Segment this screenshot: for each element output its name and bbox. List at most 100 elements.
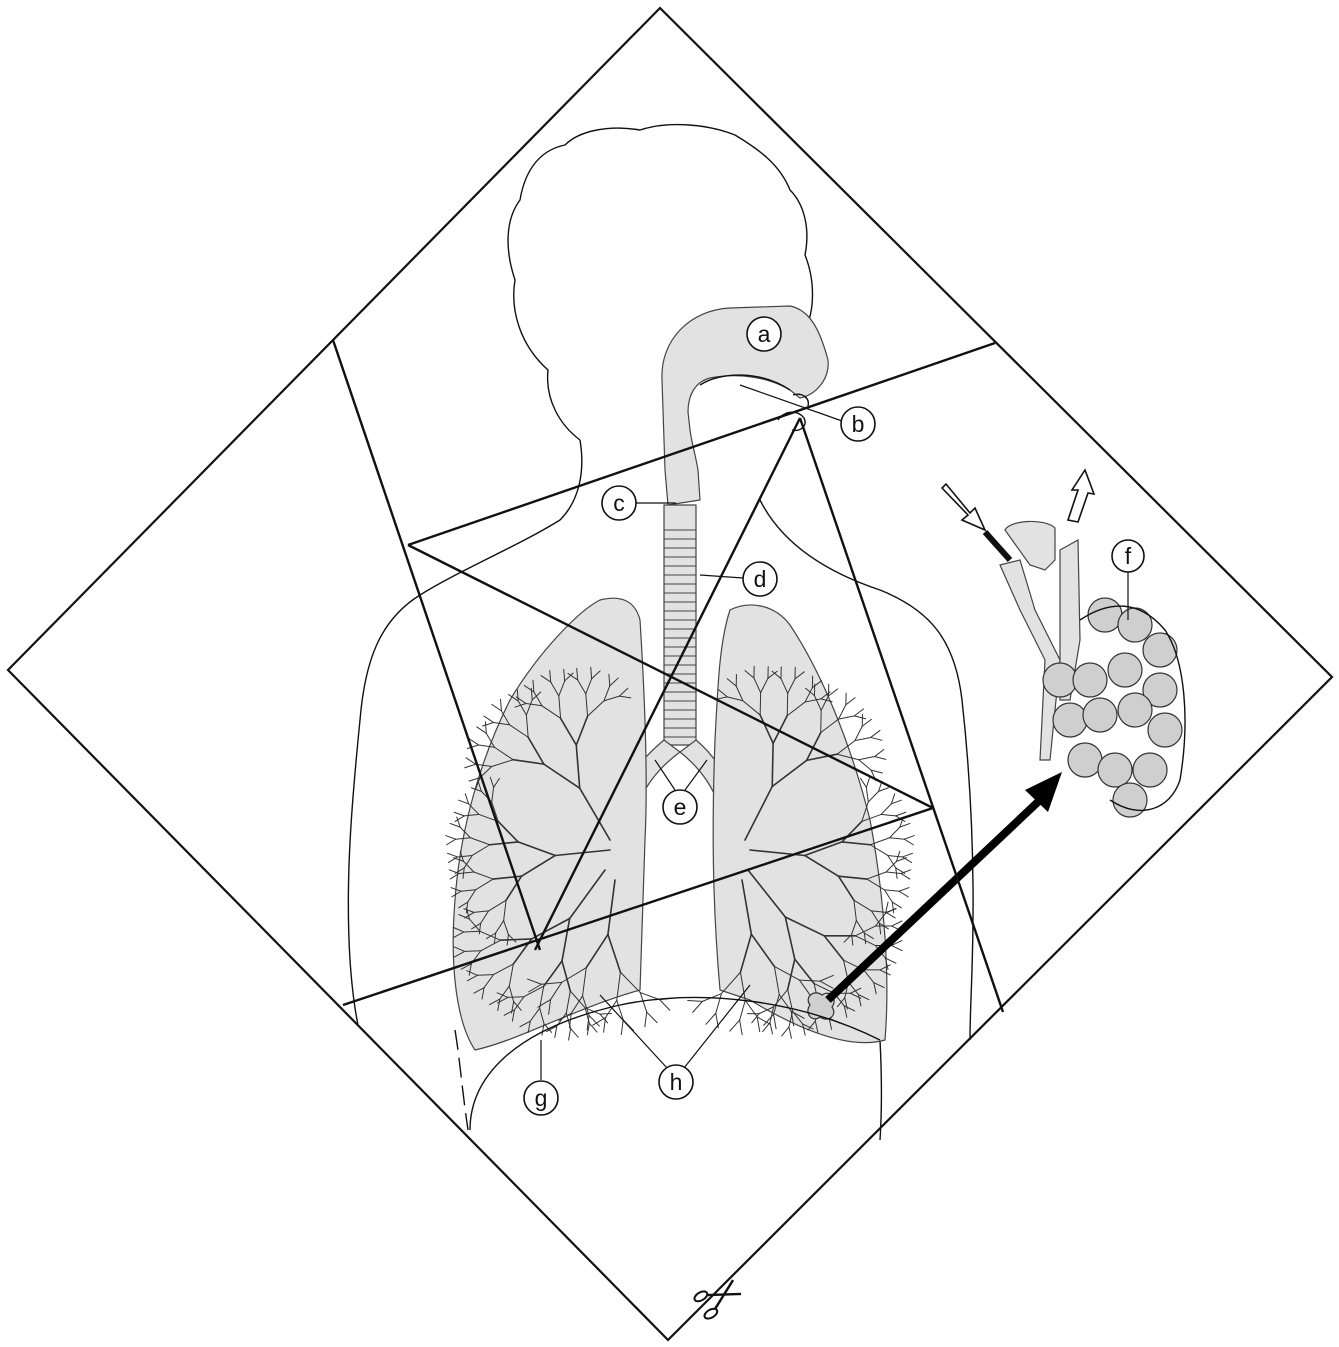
bronchiole: [854, 716, 865, 719]
label-f: f: [1112, 540, 1144, 572]
bronchiole: [492, 704, 502, 710]
bronchiole: [866, 777, 869, 787]
alveolus: [1148, 713, 1182, 747]
bronchiole: [465, 764, 476, 768]
bronchiole: [903, 853, 913, 857]
alveolus: [1113, 783, 1147, 817]
svg-text:d: d: [754, 566, 767, 592]
bronchiole: [772, 743, 773, 786]
bronchiole: [600, 1014, 612, 1015]
bronchiole: [467, 745, 478, 749]
alveolus: [1073, 663, 1107, 697]
bronchiole: [896, 812, 906, 816]
bronchiole: [647, 1012, 657, 1023]
bronchiole: [454, 812, 464, 816]
bronchiole: [881, 804, 891, 815]
bronchiole: [862, 719, 871, 726]
bronchiole: [892, 921, 902, 926]
bronchiole: [871, 737, 882, 740]
bronchiole: [640, 993, 646, 1012]
bronchiole: [477, 727, 487, 733]
svg-text:e: e: [674, 794, 687, 820]
bronchiole: [866, 787, 868, 802]
bronchiole: [861, 778, 867, 787]
label-a: a: [747, 317, 781, 351]
bronchiole: [904, 839, 913, 845]
airflow-in-arrow: [942, 484, 1010, 560]
airflow-out-arrow: [1068, 470, 1094, 522]
bronchiole: [886, 872, 901, 873]
alveolus: [1108, 653, 1142, 687]
bronchiole: [903, 857, 912, 863]
bronchiole: [569, 1029, 571, 1040]
bronchiole: [868, 791, 878, 802]
bronchiole: [757, 1017, 760, 1032]
alveolus: [1043, 663, 1077, 697]
svg-text:g: g: [535, 1085, 548, 1111]
bronchiole: [846, 698, 855, 705]
bronchiole: [881, 814, 896, 815]
bronchiole: [740, 1020, 743, 1035]
bronchiole: [890, 827, 900, 838]
bronchiole: [859, 757, 875, 760]
bronchiole: [448, 853, 458, 857]
label-h: h: [659, 1065, 693, 1099]
label-c: c: [602, 486, 636, 520]
label-g: g: [524, 1081, 558, 1115]
svg-text:c: c: [613, 490, 625, 516]
right-lung: [688, 605, 915, 1043]
alveolus: [1118, 693, 1152, 727]
bronchiole: [740, 1000, 746, 1020]
svg-text:b: b: [852, 411, 865, 437]
bronchiole: [465, 951, 481, 952]
bronchiole: [859, 760, 871, 770]
bronchiole: [789, 1027, 792, 1038]
bronchiole: [904, 836, 914, 840]
bronchiole: [839, 716, 855, 719]
bronchiole: [660, 1000, 670, 1011]
svg-text:f: f: [1125, 543, 1132, 569]
nasal-cavity: [662, 306, 828, 505]
bronchiole: [621, 1020, 623, 1035]
bronchiole: [693, 1001, 703, 1012]
alveolus: [1098, 753, 1132, 787]
bronchiole: [885, 908, 895, 913]
left-lung: [446, 598, 675, 1050]
bronchiole: [508, 997, 524, 998]
bronchiole: [446, 836, 456, 840]
bronchiole: [464, 931, 480, 932]
alveolus: [1088, 598, 1122, 632]
bronchiole: [485, 722, 486, 734]
bronchiole: [640, 993, 659, 1000]
bronchiole: [730, 1020, 740, 1031]
bronchiole: [448, 857, 457, 863]
bronchiole: [892, 946, 902, 951]
bronchiole: [855, 726, 862, 740]
bronchiole: [885, 958, 895, 963]
bronchiole: [892, 902, 901, 908]
bronchiole: [875, 750, 884, 757]
bronchiole: [884, 890, 899, 891]
bronchiole: [890, 838, 905, 839]
bronchiole: [871, 730, 880, 737]
alveolus: [1068, 743, 1102, 777]
bronchiole: [571, 1029, 579, 1038]
bronchiole: [839, 705, 846, 719]
bronchiole: [716, 994, 722, 1014]
bronchiole: [871, 770, 882, 773]
alveoli-inset: [1000, 521, 1185, 817]
bronchiole: [899, 891, 908, 897]
bronchiole: [855, 737, 871, 740]
bronchiole: [501, 699, 502, 711]
bronchiole: [555, 1026, 557, 1037]
bronchiole: [782, 1027, 789, 1036]
bronchiole: [706, 1013, 716, 1024]
trachea: [664, 505, 696, 745]
scissors-icon: [693, 1275, 744, 1321]
bronchiole: [892, 902, 893, 913]
bronchiole: [447, 839, 456, 845]
bronchiole: [688, 1000, 703, 1001]
bronchiole: [899, 888, 909, 892]
